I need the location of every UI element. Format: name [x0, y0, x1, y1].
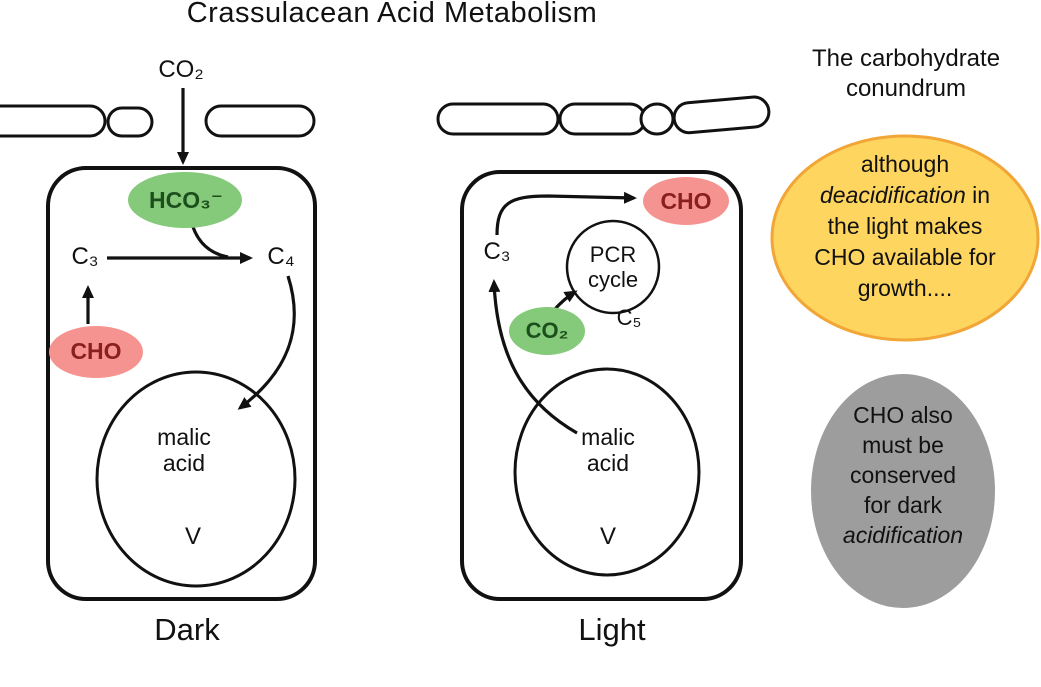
- gray-bubble-ellipse: [811, 374, 995, 608]
- cho-label-dark: CHO: [70, 338, 122, 364]
- epidermis-cell: [436, 102, 560, 136]
- c5-label: C₅: [616, 305, 642, 330]
- epidermis-cell: [558, 102, 647, 136]
- yellow-line-2-rest: in: [965, 182, 991, 208]
- yellow-line-4: CHO available for: [814, 244, 996, 270]
- gray-bubble-text: CHO also must be conserved for dark acid…: [843, 400, 963, 550]
- malic-acid-label-dark: malic acid: [157, 424, 211, 476]
- c3-label-light: C₃: [483, 238, 511, 265]
- co2-ellipse-light: [509, 307, 585, 355]
- vacuole-label-dark: V: [184, 523, 202, 550]
- malic-acid-label-light: malic acid: [581, 424, 635, 476]
- dark-caption: Dark: [154, 612, 220, 647]
- arrow-c4-to-malic: [237, 275, 296, 410]
- arrow-hco3-merge: [191, 226, 229, 259]
- c3-label-dark: C₃: [71, 243, 99, 270]
- epidermis-cell: [0, 104, 107, 138]
- hco3-ellipse: [128, 172, 242, 228]
- epidermis-cell: [204, 104, 316, 138]
- yellow-bubble-ellipse: [770, 134, 1040, 342]
- epidermis-cell: [639, 102, 675, 136]
- arrow-malic-to-c3: [488, 279, 578, 435]
- yellow-line-5: growth....: [857, 275, 953, 301]
- co2-label-dark: CO₂: [158, 56, 204, 83]
- yellow-line-2-italic: deacidification: [819, 182, 966, 208]
- cho-ellipse-light: [643, 177, 729, 225]
- gray-line-4: for dark: [864, 492, 942, 518]
- yellow-bubble-text: although deacidification in the light ma…: [814, 149, 996, 304]
- arrows: [82, 88, 637, 435]
- yellow-line-1: although: [860, 151, 950, 177]
- epidermis-right: [436, 95, 771, 136]
- diagram-title: Crassulacean Acid Metabolism: [186, 0, 598, 29]
- yellow-line-3: the light makes: [827, 213, 983, 239]
- yellow-line-2: deacidification in: [814, 180, 996, 211]
- vacuole-label-light: V: [599, 523, 617, 550]
- gray-line-1: CHO also: [853, 402, 953, 428]
- cho-label-light: CHO: [660, 188, 712, 214]
- pcr-cycle-label: PCR cycle: [587, 242, 639, 292]
- light-vacuole-ellipse: [513, 367, 701, 577]
- co2-label-light: CO₂: [525, 318, 569, 343]
- cho-ellipse-dark: [49, 326, 143, 378]
- epidermis-cell: [672, 95, 771, 135]
- light-caption: Light: [578, 612, 646, 647]
- hco3-label: HCO₃⁻: [149, 187, 223, 213]
- gray-line-3: conserved: [849, 462, 957, 488]
- epidermis-cell: [106, 106, 154, 138]
- sidebar-heading: The carbohydrate conundrum: [811, 45, 1001, 102]
- gray-line-5: acidification: [842, 522, 964, 548]
- c4-label-dark: C₄: [267, 243, 295, 270]
- epidermis-left: [0, 104, 316, 138]
- gray-line-2: must be: [862, 432, 944, 458]
- arrow-c3-to-cho: [495, 191, 637, 236]
- pcr-cycle-circle: [565, 219, 661, 315]
- dark-vacuole-ellipse: [95, 370, 297, 588]
